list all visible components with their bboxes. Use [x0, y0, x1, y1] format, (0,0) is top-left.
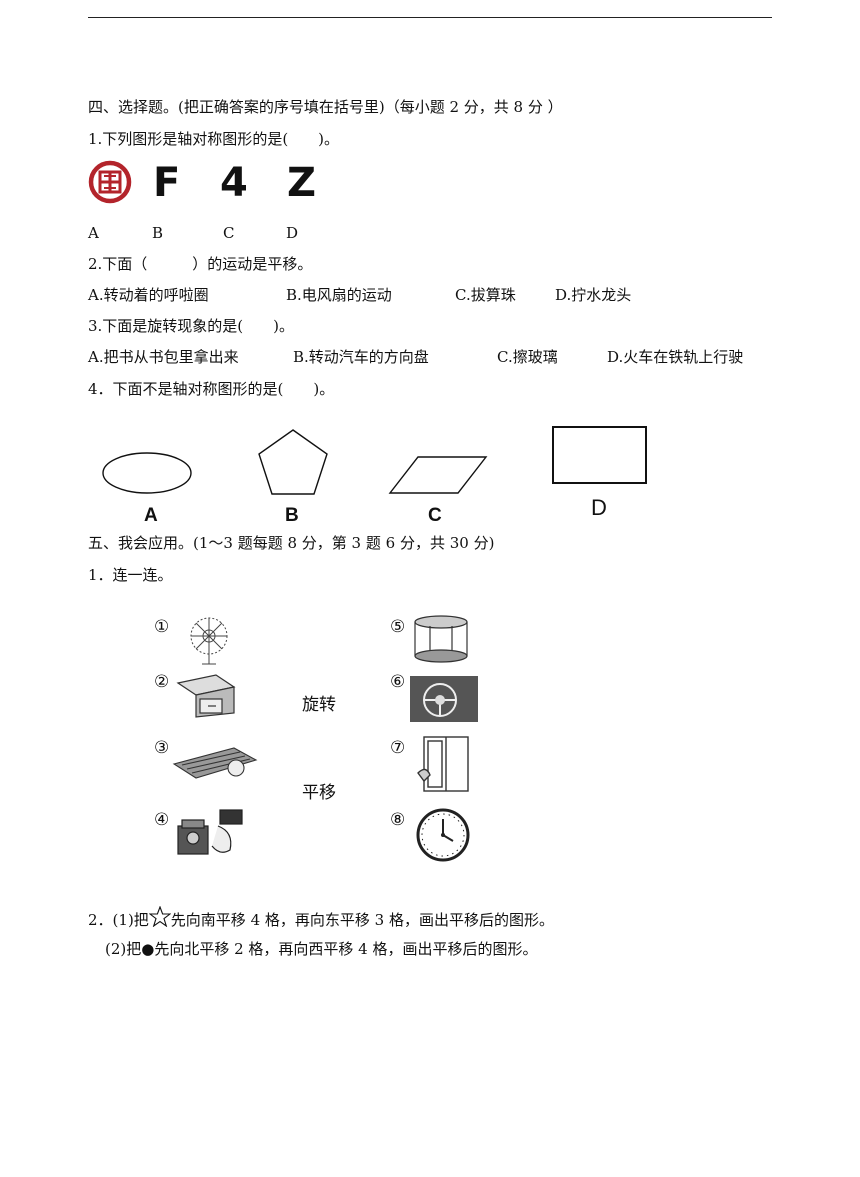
- pentagon-shape: [258, 429, 328, 495]
- glyph-f: F: [153, 160, 181, 206]
- item-number-4: ④: [154, 810, 170, 830]
- s5-q1-text: 1．连一连。: [88, 566, 173, 584]
- item-number-3: ③: [154, 738, 170, 758]
- pencil-sharpener-icon: [177, 809, 243, 855]
- q4-label-c: C: [428, 505, 442, 526]
- rectangle-shape: [552, 426, 647, 484]
- drawer-icon: [176, 674, 236, 718]
- section-4-title: 四、选择题。(把正确答案的序号填在括号里)（每小题 2 分，共 8 分 ）: [88, 98, 563, 116]
- q1-label-b: B: [152, 224, 164, 242]
- revolving-door-icon: [414, 615, 468, 663]
- item-number-7: ⑦: [390, 738, 406, 758]
- section-5-title: 五、我会应用。(1～3 题每题 8 分，第 3 题 6 分，共 30 分): [88, 534, 495, 552]
- q4-text: 4．下面不是轴对称图形的是( )。: [88, 380, 335, 398]
- s5-q2-line1-pre: 2．(1)把: [88, 911, 149, 929]
- q2-option-a: A.转动着的呼啦圈: [88, 286, 209, 304]
- s5-q2-line2: (2)把●先向北平移 2 格，再向西平移 4 格，画出平移后的图形。: [105, 940, 538, 958]
- q2-text: 2.下面（ ）的运动是平移。: [88, 255, 313, 273]
- q2-option-d: D.拧水龙头: [555, 286, 632, 304]
- item-number-5: ⑤: [390, 617, 406, 637]
- word-rotation: 旋转: [302, 695, 336, 715]
- ellipse-shape: [102, 452, 192, 494]
- bank-logo-icon: [88, 160, 132, 204]
- parallelogram-shape: [388, 456, 488, 494]
- q1-label-c: C: [223, 224, 235, 242]
- item-number-1: ①: [154, 617, 170, 637]
- item-number-2: ②: [154, 672, 170, 692]
- q1-label-a: A: [88, 224, 99, 242]
- q4-label-a: A: [144, 505, 158, 526]
- q3-text: 3.下面是旋转现象的是( )。: [88, 317, 295, 335]
- item-number-8: ⑧: [390, 810, 406, 830]
- steering-wheel-icon: [410, 676, 478, 722]
- q3-option-d: D.火车在铁轨上行驶: [607, 348, 744, 366]
- pinwheel-icon: [190, 617, 228, 665]
- window-icon: [417, 736, 469, 792]
- q1-label-d: D: [286, 224, 299, 242]
- glyph-4: 4: [220, 160, 248, 206]
- q1-text: 1.下列图形是轴对称图形的是( )。: [88, 130, 340, 148]
- s5-q2-line1: 2．(1)把 先向南平移 4 格，再向东平移 3 格，画出平移后的图形。: [88, 906, 554, 930]
- q3-option-a: A.把书从书包里拿出来: [88, 348, 239, 366]
- word-translation: 平移: [302, 783, 336, 803]
- star-outline-icon: [148, 906, 171, 927]
- q3-option-c: C.擦玻璃: [497, 348, 558, 366]
- s5-q2-line1-post: 先向南平移 4 格，再向东平移 3 格，画出平移后的图形。: [170, 911, 554, 929]
- q2-option-b: B.电风扇的运动: [286, 286, 392, 304]
- clock-icon: [416, 808, 470, 862]
- q4-label-b: B: [285, 505, 299, 526]
- abacus-icon: [172, 747, 258, 779]
- q3-option-b: B.转动汽车的方向盘: [293, 348, 429, 366]
- item-number-6: ⑥: [390, 672, 406, 692]
- q2-option-c: C.拔算珠: [455, 286, 516, 304]
- glyph-z: Z: [287, 160, 317, 206]
- header-rule: [88, 17, 772, 18]
- q4-label-d: D: [591, 495, 607, 520]
